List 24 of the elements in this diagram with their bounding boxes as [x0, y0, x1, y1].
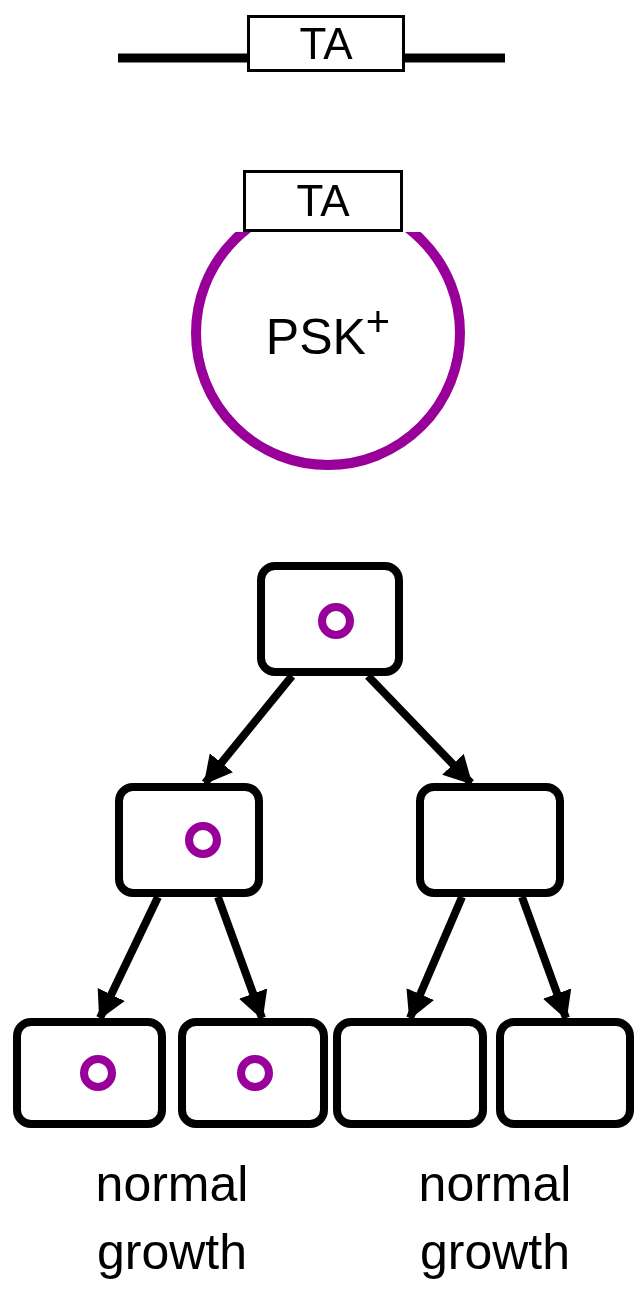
cell-box: [496, 1018, 634, 1128]
gene-label: TA: [296, 176, 350, 226]
plasmid-label: PSK$^{+}$: [265, 297, 391, 366]
plasmid-ring-icon: [318, 603, 354, 639]
plasmid-ring-icon: [237, 1055, 273, 1091]
gene-box: [247, 15, 405, 72]
plasmid-ring-icon: [80, 1055, 116, 1091]
arrow: [96, 895, 162, 1020]
cell-box: [333, 1018, 487, 1128]
cell-box: [13, 1018, 166, 1128]
gene-label: TA: [299, 18, 353, 69]
arrow: [214, 895, 268, 1020]
outcome-label: normal growth: [94, 1155, 250, 1282]
plasmid-ring-icon: [185, 822, 221, 858]
gene-box: [243, 170, 403, 232]
arrow: [406, 895, 466, 1020]
outcome-label: normal growth: [417, 1155, 573, 1282]
arrow: [365, 673, 474, 786]
arrow: [201, 673, 296, 786]
cell-box: [416, 783, 564, 897]
cell-box: [257, 562, 403, 676]
cell-box: [178, 1018, 328, 1128]
arrow: [518, 895, 572, 1020]
cell-box: [115, 783, 263, 897]
